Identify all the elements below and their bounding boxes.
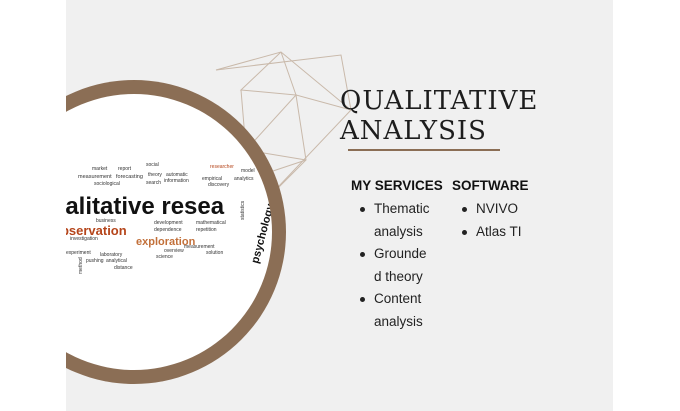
word-cloud-exploration: exploration xyxy=(136,236,196,248)
svg-text:overview: overview xyxy=(164,248,184,254)
svg-text:researcher: researcher xyxy=(210,164,234,170)
software-heading: SOFTWARE xyxy=(452,178,529,193)
svg-text:sociological: sociological xyxy=(94,181,120,187)
software-list: NVIVO Atlas TI xyxy=(460,198,570,243)
word-cloud-psychology: psychology xyxy=(249,202,272,265)
svg-text:theory: theory xyxy=(148,172,162,178)
svg-text:measurement: measurement xyxy=(184,244,215,250)
svg-text:laboratory: laboratory xyxy=(100,252,123,258)
svg-text:model: model xyxy=(241,168,255,174)
svg-text:method: method xyxy=(78,257,84,274)
svg-text:search: search xyxy=(146,180,161,186)
svg-text:dependence: dependence xyxy=(154,227,182,233)
title-line-1: QUALITATIVE xyxy=(340,86,539,116)
svg-text:mathematical: mathematical xyxy=(196,220,226,226)
title-line-2: ANALYSIS xyxy=(340,116,487,146)
svg-text:discovery: discovery xyxy=(208,182,230,188)
word-cloud-observation: observation xyxy=(66,223,127,238)
svg-text:empirical: empirical xyxy=(202,176,222,182)
svg-text:investigation: investigation xyxy=(70,236,98,242)
svg-text:analytics: analytics xyxy=(234,176,254,182)
services-heading: MY SERVICES xyxy=(351,178,443,193)
svg-text:pushing: pushing xyxy=(86,258,104,264)
svg-text:analytical: analytical xyxy=(106,258,127,264)
svg-text:social: social xyxy=(146,162,159,168)
svg-text:report: report xyxy=(118,166,132,172)
svg-text:science: science xyxy=(156,254,173,260)
svg-text:business: business xyxy=(96,218,116,224)
svg-text:automatic: automatic xyxy=(166,172,188,178)
svg-text:information: information xyxy=(164,178,189,184)
svg-text:statistics: statistics xyxy=(240,200,246,220)
svg-text:experiment: experiment xyxy=(66,250,91,256)
slide: market report social automatic researche… xyxy=(66,0,613,411)
svg-text:market: market xyxy=(92,166,108,172)
word-cloud-graphic: market report social automatic researche… xyxy=(66,162,272,274)
svg-text:measurement: measurement xyxy=(78,174,112,180)
software-item-nvivo: NVIVO xyxy=(460,198,570,221)
svg-text:distance: distance xyxy=(114,265,133,271)
word-cloud-image: market report social automatic researche… xyxy=(66,94,272,370)
svg-text:solution: solution xyxy=(206,250,223,256)
svg-text:repetition: repetition xyxy=(196,227,217,233)
page-title: QUALITATIVE ANALYSIS xyxy=(340,86,610,146)
word-cloud-circle-frame: market report social automatic researche… xyxy=(66,80,286,384)
title-underline xyxy=(348,149,500,151)
svg-text:forecasting: forecasting xyxy=(116,174,143,180)
word-cloud-main: qualitative resea xyxy=(66,193,225,220)
svg-text:development: development xyxy=(154,220,183,226)
software-item-atlas-ti: Atlas TI xyxy=(460,221,570,244)
